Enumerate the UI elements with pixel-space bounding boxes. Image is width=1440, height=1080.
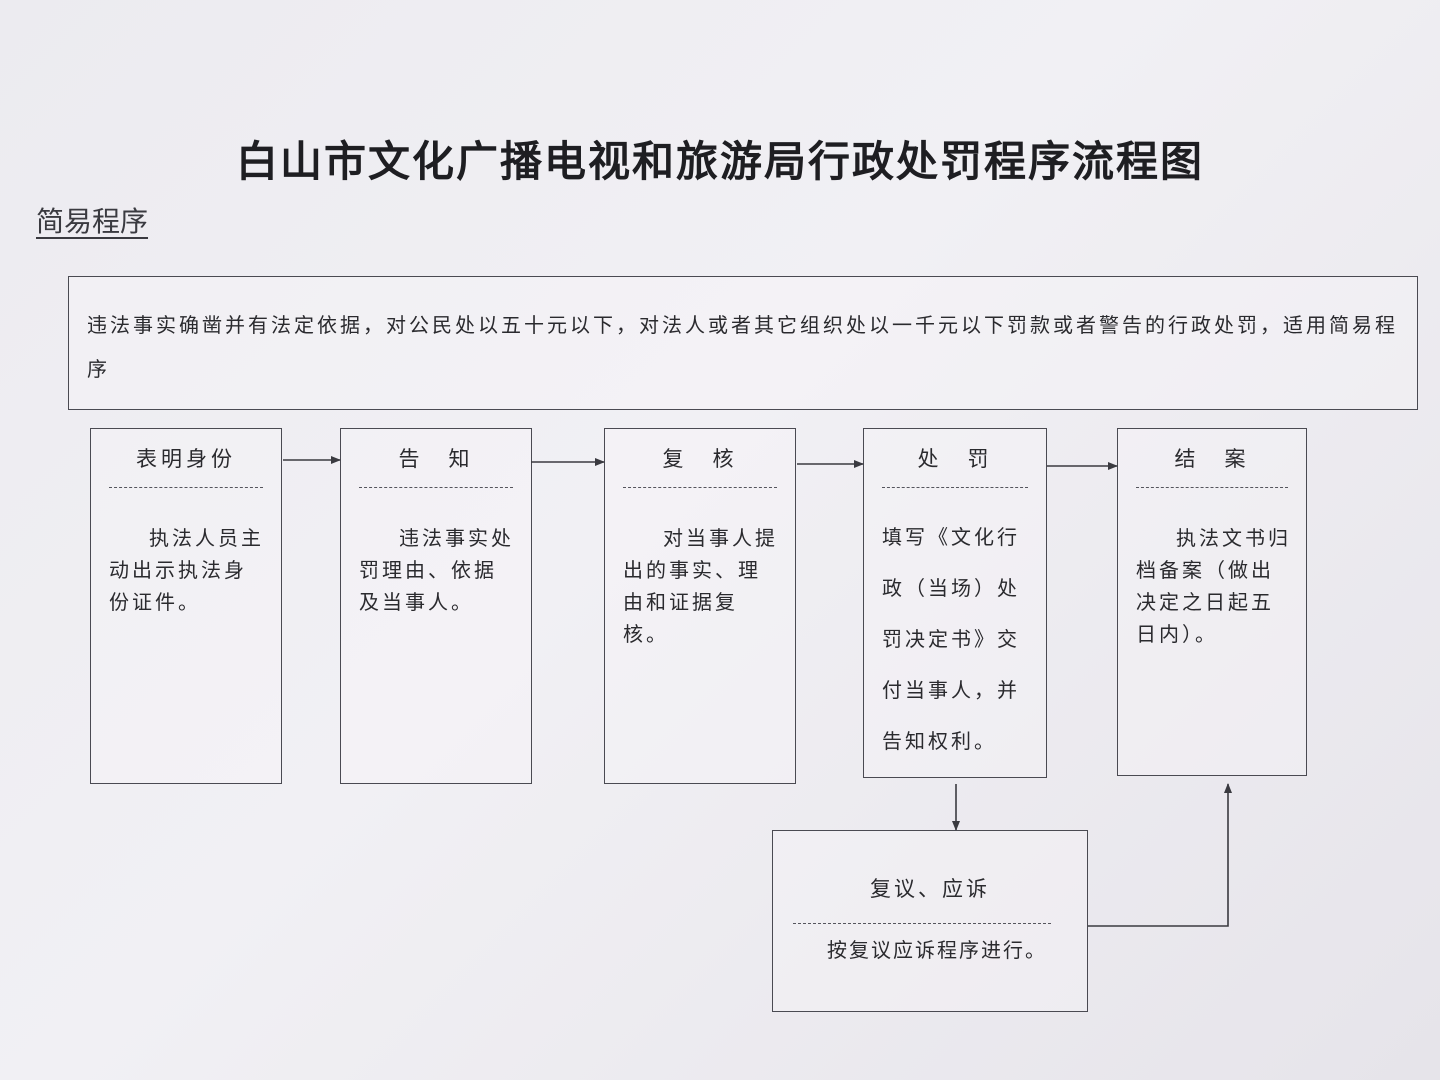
dashed-divider: [623, 487, 777, 488]
step-box-penalty: 处 罚 填写《文化行政（当场）处罚决定书》交付当事人，并告知权利。: [863, 428, 1047, 778]
step-title: 告 知: [398, 447, 474, 471]
step-body: 填写《文化行政（当场）处罚决定书》交付当事人，并告知权利。: [882, 525, 1020, 753]
step-box-identity: 表明身份 执法人员主动出示执法身份证件。: [90, 428, 282, 784]
step-body: 对当事人提出的事实、理由和证据复核。: [623, 526, 778, 646]
dashed-divider: [359, 487, 513, 488]
step-title: 复 核: [662, 447, 738, 471]
section-subtitle: 简易程序: [36, 205, 149, 238]
dashed-divider: [793, 923, 1051, 924]
page-title: 白山市文化广播电视和旅游局行政处罚程序流程图: [235, 137, 1204, 186]
step-title: 表明身份: [136, 447, 236, 471]
step-box-notify: 告 知 违法事实处罚理由、依据及当事人。: [340, 428, 532, 784]
dashed-divider: [882, 487, 1028, 488]
review-title: 复议、应诉: [870, 877, 990, 901]
intro-box: 违法事实确凿并有法定依据，对公民处以五十元以下，对法人或者其它组织处以一千元以下…: [68, 276, 1418, 410]
dashed-divider: [109, 487, 263, 488]
step-box-close: 结 案 执法文书归档备案（做出决定之日起五日内）。: [1117, 428, 1307, 776]
dashed-divider: [1136, 487, 1288, 488]
review-box: 复议、应诉 按复议应诉程序进行。: [772, 830, 1088, 1012]
arrow-review-to-close: [1088, 783, 1232, 927]
step-box-recheck: 复 核 对当事人提出的事实、理由和证据复核。: [604, 428, 796, 784]
step-title: 处 罚: [917, 447, 993, 471]
step-title: 结 案: [1174, 447, 1250, 471]
intro-text: 违法事实确凿并有法定依据，对公民处以五十元以下，对法人或者其它组织处以一千元以下…: [87, 313, 1398, 381]
step-body: 执法人员主动出示执法身份证件。: [109, 526, 264, 614]
step-body: 执法文书归档备案（做出决定之日起五日内）。: [1136, 526, 1291, 646]
step-body: 违法事实处罚理由、依据及当事人。: [359, 526, 514, 614]
review-body: 按复议应诉程序进行。: [827, 938, 1047, 962]
